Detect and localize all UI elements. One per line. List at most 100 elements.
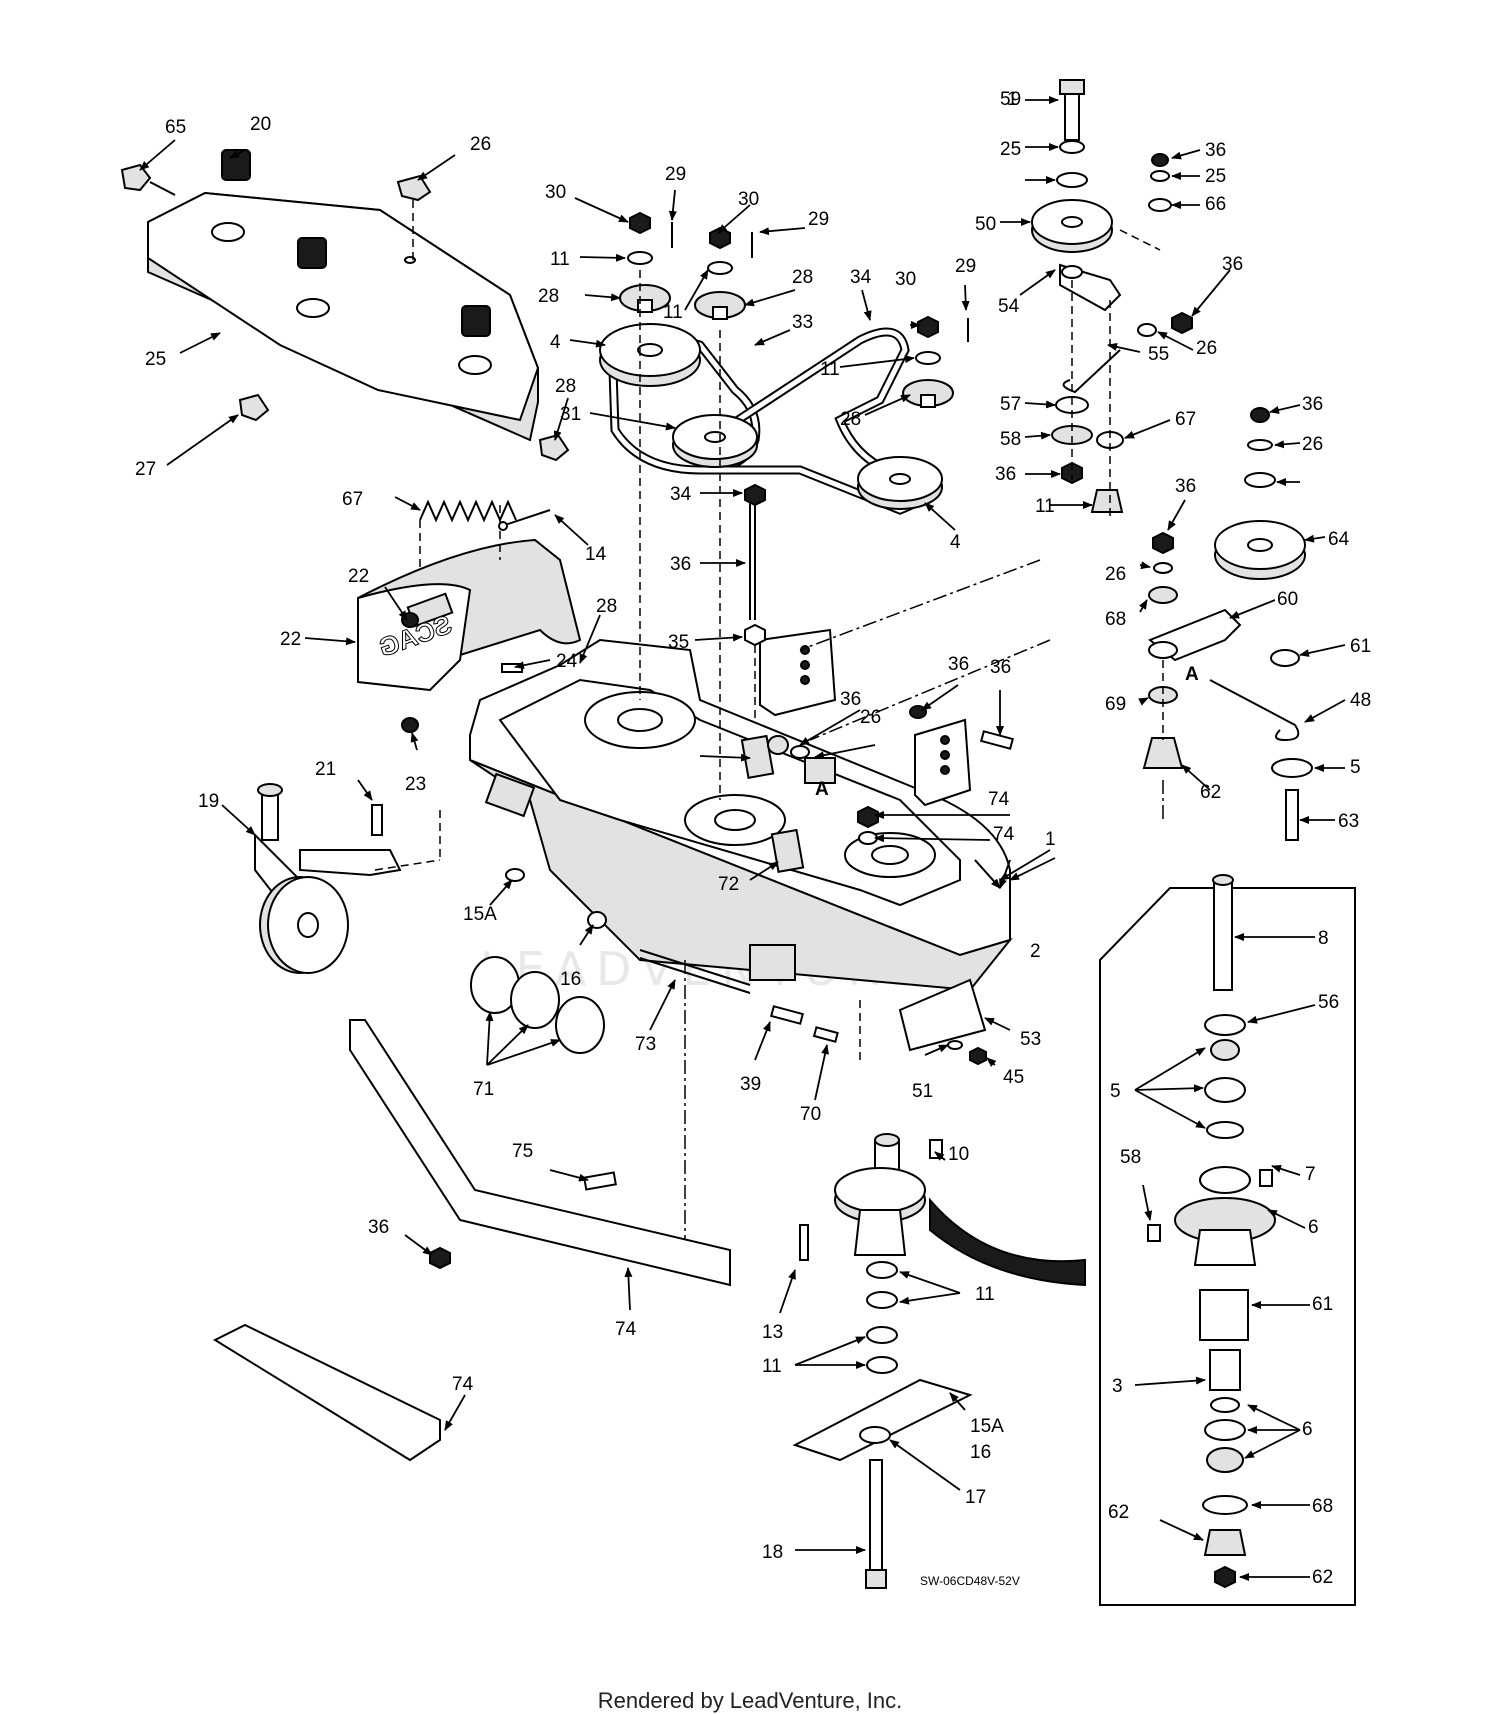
callout-label: 62 (1108, 1502, 1129, 1523)
idler-arm-52 (799, 407, 1313, 841)
callout-label: 74 (615, 1319, 637, 1340)
callout-label: 35 (668, 632, 689, 653)
callout-label: 33 (792, 312, 813, 333)
callout-label: 11 (1035, 496, 1055, 517)
callout-label: 75 (512, 1141, 533, 1162)
callout-label: 19 (198, 791, 219, 812)
callout-label: 4 (550, 332, 561, 353)
callout-label: 1 (1007, 89, 1018, 110)
callout-label: 2 (1030, 941, 1041, 962)
callout-label: 14 (585, 544, 607, 565)
callout-label: 72 (718, 874, 739, 895)
reference-mark-a: A (1185, 664, 1199, 685)
callout-label: 30 (738, 189, 759, 210)
caster-wheel-18 (254, 783, 441, 974)
knobs-26-58 (120, 163, 570, 462)
callout-label: 16 (560, 969, 581, 990)
callout-label: 6 (1308, 1217, 1319, 1238)
callout-label: 29 (808, 209, 829, 230)
callout-label: 36 (1302, 394, 1323, 415)
callout-label: 51 (912, 1081, 933, 1102)
callout-label: 23 (405, 774, 426, 795)
callout-label: 25 (1000, 139, 1021, 160)
pulley-4a (599, 323, 701, 387)
stud-37 (744, 483, 766, 647)
leader-arrows (139, 96, 1346, 1581)
rubber-bumpers-19 (221, 149, 491, 337)
callout-label: 62 (1200, 782, 1221, 803)
callout-label: 11 (762, 1356, 782, 1377)
callout-label: 25 (145, 349, 166, 370)
callout-label: 67 (1175, 409, 1196, 430)
callout-label: 31 (560, 404, 581, 425)
callout-label: 59 (1000, 89, 1021, 110)
deck-hardware (401, 612, 1015, 1060)
callout-label: 22 (280, 629, 301, 650)
callout-labels: 1 59 25 50 54 55 57 58 36 11 36 25 66 36… (135, 89, 1371, 1588)
callout-label: 6 (1302, 1419, 1313, 1440)
callout-label: 36 (990, 657, 1011, 678)
mower-deck-1 (469, 638, 1013, 992)
callout-label: 70 (800, 1104, 821, 1125)
callout-label: 34 (850, 267, 872, 288)
callout-label: 16 (970, 1442, 991, 1463)
callout-label: 29 (665, 164, 686, 185)
callout-label: 7 (1305, 1164, 1316, 1185)
callout-label: 29 (955, 256, 976, 277)
callout-label: 61 (1350, 636, 1371, 657)
callout-label: 28 (538, 286, 559, 307)
callout-label: 58 (1120, 1147, 1141, 1168)
callout-label: 74 (988, 789, 1010, 810)
callout-label: 5 (1110, 1081, 1121, 1102)
callout-label: 26 (1196, 338, 1217, 359)
callout-label: 74 (993, 824, 1015, 845)
callout-label: 21 (315, 759, 336, 780)
idler-28s (619, 284, 954, 408)
callout-label: 68 (1105, 609, 1126, 630)
callout-label: 36 (1205, 140, 1226, 161)
callout-label: 15A (970, 1416, 1004, 1437)
callout-label: 11 (820, 359, 840, 380)
callout-label: 67 (342, 489, 363, 510)
callout-label: 60 (1277, 589, 1298, 610)
callout-label: 30 (895, 269, 916, 290)
callout-label: 53 (1020, 1029, 1041, 1050)
callout-label: 28 (792, 267, 813, 288)
callout-label: 4 (950, 532, 961, 553)
callout-label: 27 (135, 459, 156, 480)
belt-cover-24 (147, 191, 540, 442)
idler-arm-assy (1031, 79, 1193, 520)
callout-label: 36 (1222, 254, 1243, 275)
callout-label: 25 (1205, 166, 1226, 187)
callout-label: 48 (1350, 690, 1371, 711)
bracket-71 (212, 1323, 441, 1462)
callout-label: 11 (550, 249, 570, 270)
callout-label: 11 (975, 1284, 995, 1305)
callout-label: 63 (1338, 811, 1359, 832)
callout-label: 1 (1045, 829, 1056, 850)
callout-label: 36 (670, 554, 691, 575)
callout-label: 69 (1105, 694, 1126, 715)
callout-label: 36 (1175, 476, 1196, 497)
rod-65-bolt-38-63 (639, 949, 839, 1043)
callout-label: 18 (762, 1542, 783, 1563)
callout-label: 30 (545, 182, 566, 203)
callout-label: 36 (368, 1217, 389, 1238)
callout-label: 26 (1105, 564, 1126, 585)
callout-label: 39 (740, 1074, 761, 1095)
callout-label: 3 (1112, 1376, 1123, 1397)
vertical-centerlines (639, 270, 756, 800)
pulley-4b (857, 456, 943, 510)
deck-bracket-27 (759, 628, 837, 717)
callout-label: 20 (250, 114, 271, 135)
callout-label: 58 (1000, 429, 1021, 450)
callout-label: 26 (860, 707, 881, 728)
callout-label: 36 (840, 689, 861, 710)
callout-label: 74 (452, 1374, 474, 1395)
callout-label: 17 (965, 1487, 986, 1508)
deck-bracket-39 (914, 718, 972, 807)
callout-label: 22 (348, 566, 369, 587)
callout-label: 56 (1318, 992, 1339, 1013)
callout-label: 68 (1312, 1496, 1333, 1517)
callout-label: 73 (635, 1034, 656, 1055)
